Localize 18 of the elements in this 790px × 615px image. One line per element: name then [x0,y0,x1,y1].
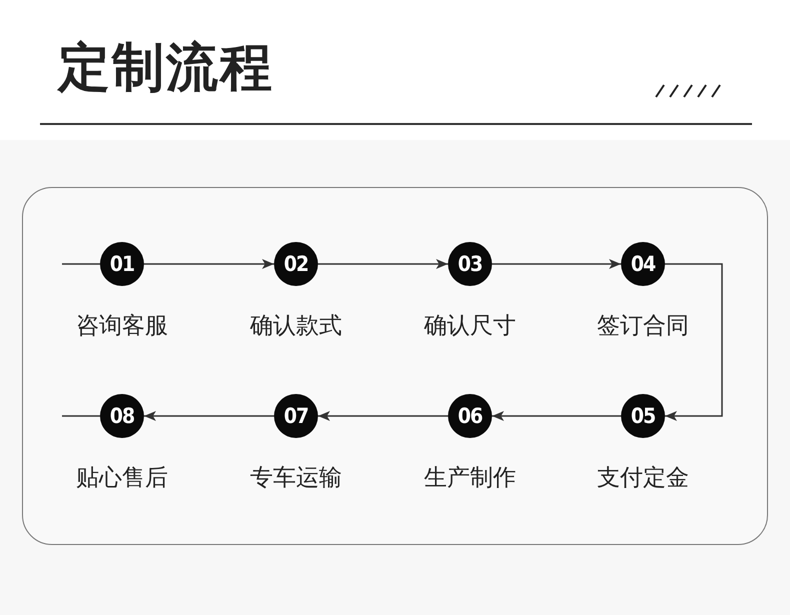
arrow [318,259,448,269]
step-label: 咨询客服 [76,312,168,341]
arrow [492,411,621,421]
step-label: 生产制作 [424,464,516,493]
title: 定制流程 [58,37,274,100]
step-label: 贴心售后 [76,464,168,493]
connector-line [62,415,100,417]
step-label: 确认尺寸 [424,312,516,341]
step-label: 签订合同 [597,312,689,341]
arrow [144,411,274,421]
arrow [492,259,621,269]
arrow [318,411,448,421]
arrow [665,263,723,421]
connector-line [62,263,100,265]
arrow [144,259,274,269]
step-label: 专车运输 [250,464,342,493]
step-label: 确认款式 [250,312,342,341]
step-label: 支付定金 [597,464,689,493]
